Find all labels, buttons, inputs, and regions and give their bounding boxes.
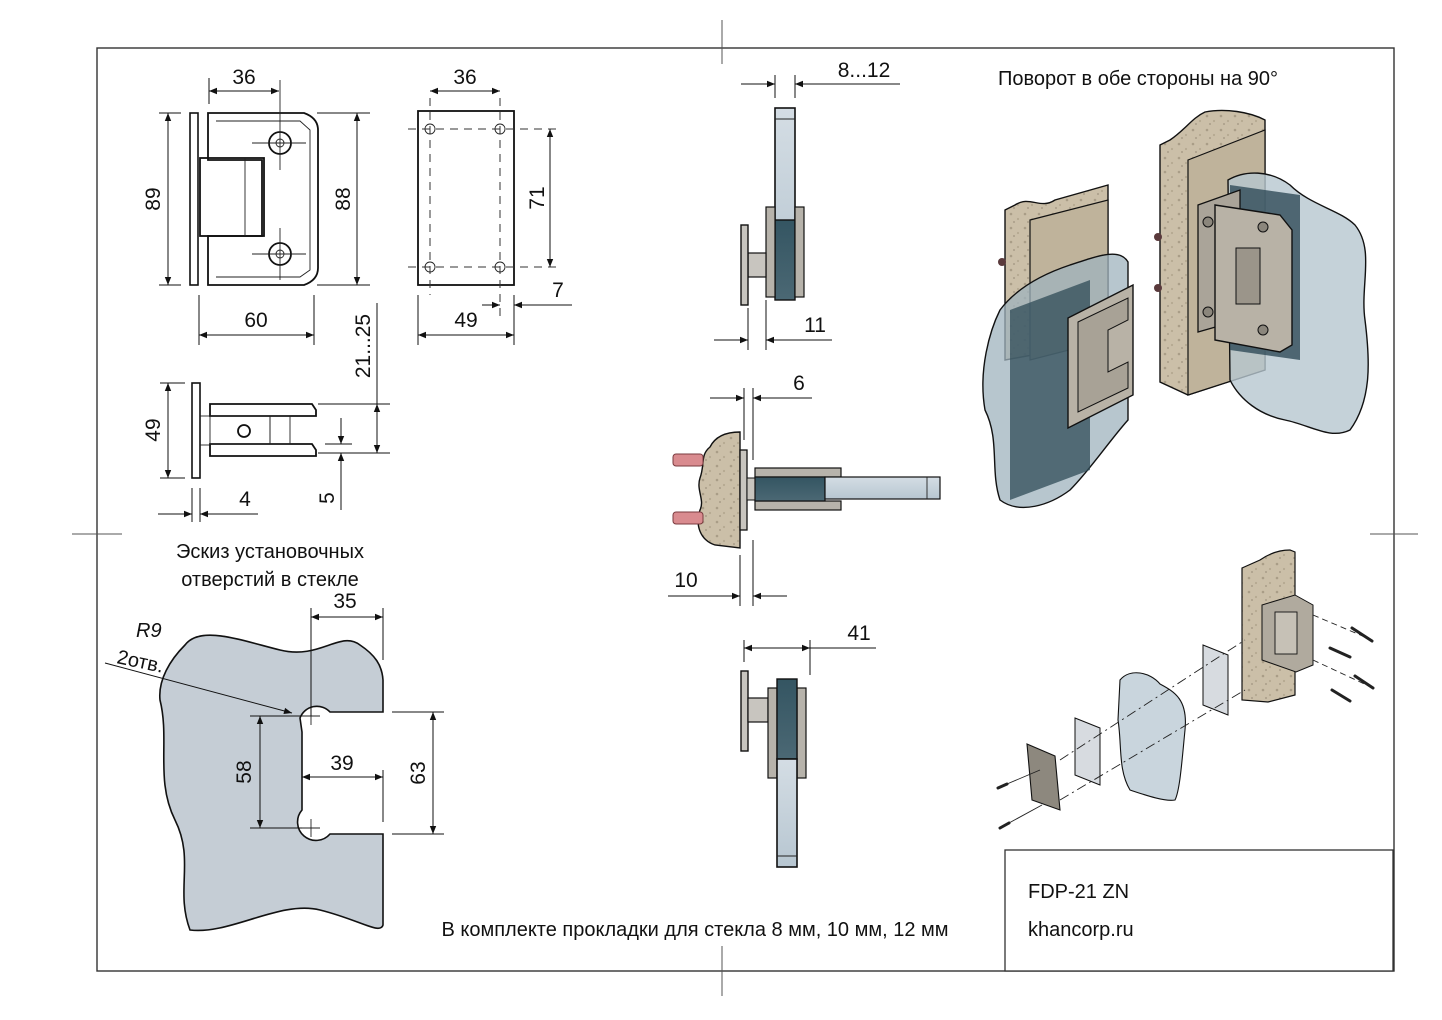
dim-front-top-width: 36 — [232, 66, 255, 89]
wall-plate — [740, 224, 749, 306]
glass-piece — [1117, 672, 1186, 801]
dim-front-body-height: 88 — [332, 187, 355, 210]
dim-plate-hole-spacing: 71 — [526, 186, 549, 209]
exploded-assembly — [996, 549, 1375, 830]
screw-head-icon — [1154, 233, 1162, 241]
glass-panel-shape — [159, 634, 384, 932]
screw-icon — [1257, 324, 1269, 336]
dim-hole-spacing: 58 — [233, 760, 256, 783]
border-frame — [96, 47, 1395, 972]
screw-icon — [1202, 306, 1214, 318]
front-view: 36 89 88 60 — [142, 66, 370, 345]
kit-note: В комплекте прокладки для стекла 8 мм, 1… — [441, 919, 948, 941]
glass-pane — [776, 758, 798, 868]
cutout-title-line2: отверстий в стекле — [181, 569, 359, 591]
wall-plate — [739, 449, 748, 531]
rotation-note: Поворот в обе стороны на 90° — [998, 68, 1278, 90]
dim-plate-bottom-width: 49 — [454, 309, 477, 332]
dim-top-plate-thickness: 4 — [239, 488, 251, 511]
dim-depth: 41 — [847, 622, 870, 645]
screw-icon — [1328, 626, 1375, 703]
screw-icon — [1257, 221, 1269, 233]
mount-hole-icon — [494, 261, 506, 273]
cutout-title-line1: Эскиз установочных — [176, 541, 364, 563]
wall-plate — [740, 670, 749, 752]
title-block: FDP-21 ZN khancorp.ru — [1004, 849, 1394, 972]
mount-plate-view: 36 71 49 7 — [408, 66, 572, 345]
wall-plate-edge — [189, 112, 199, 286]
dim-hole-to-edge: 35 — [333, 590, 356, 613]
mount-hole-icon — [424, 123, 436, 135]
mount-hole-icon — [494, 123, 506, 135]
hinge-body-outline — [207, 112, 319, 286]
title-block-frame — [1004, 849, 1394, 972]
dim-glass-thickness: 8...12 — [838, 59, 891, 82]
hinge-pivot-block — [199, 157, 265, 237]
rotation-illustration: Поворот в обе стороны на 90° — [982, 68, 1369, 508]
glass-cutout-sketch: Эскиз установочных отверстий в стекле R9… — [104, 541, 444, 932]
mount-hole-icon — [424, 261, 436, 273]
hinge-body-bevel — [216, 120, 311, 278]
glass-pane — [824, 476, 941, 500]
dim-plate-top-width: 36 — [453, 66, 476, 89]
wall-plate-edge — [191, 382, 201, 479]
dim-mount-gap: 6 — [793, 372, 805, 395]
dim-front-bottom-width: 60 — [244, 309, 267, 332]
screw-icon — [996, 782, 1011, 830]
side-view-depth: 41 — [740, 622, 876, 868]
dim-plate-edge-offset: 7 — [552, 279, 564, 302]
website: khancorp.ru — [1028, 919, 1134, 941]
wall-dowel-icon — [672, 453, 704, 525]
top-view: 49 21...25 5 4 — [142, 303, 390, 522]
side-view-glass-thickness: 8...12 11 — [714, 59, 900, 350]
dim-side-offset: 11 — [804, 314, 826, 337]
screw-head-icon — [998, 258, 1006, 266]
dim-wall-offset: 10 — [674, 569, 697, 592]
gasket — [1202, 644, 1229, 716]
gasket — [1074, 717, 1101, 786]
radius-label: R9 — [136, 620, 162, 642]
dim-notch-depth: 39 — [330, 752, 353, 775]
dim-top-height: 49 — [142, 418, 165, 441]
sheet-frame — [72, 20, 1418, 996]
screw-head-icon — [1154, 284, 1162, 292]
side-view-wall-mount: 6 10 — [668, 372, 941, 606]
dim-front-total-height: 89 — [142, 187, 165, 210]
dim-notch-height: 63 — [407, 761, 430, 784]
product-code: FDP-21 ZN — [1028, 881, 1129, 903]
dim-top-offset: 5 — [316, 492, 339, 504]
dim-top-gap-range: 21...25 — [352, 314, 375, 378]
screw-icon — [1202, 216, 1214, 228]
clamp-plate — [1026, 743, 1061, 811]
mount-plate-outline — [417, 110, 515, 286]
wall-section — [697, 431, 741, 549]
holes-count-label: 2отв. — [115, 646, 166, 677]
